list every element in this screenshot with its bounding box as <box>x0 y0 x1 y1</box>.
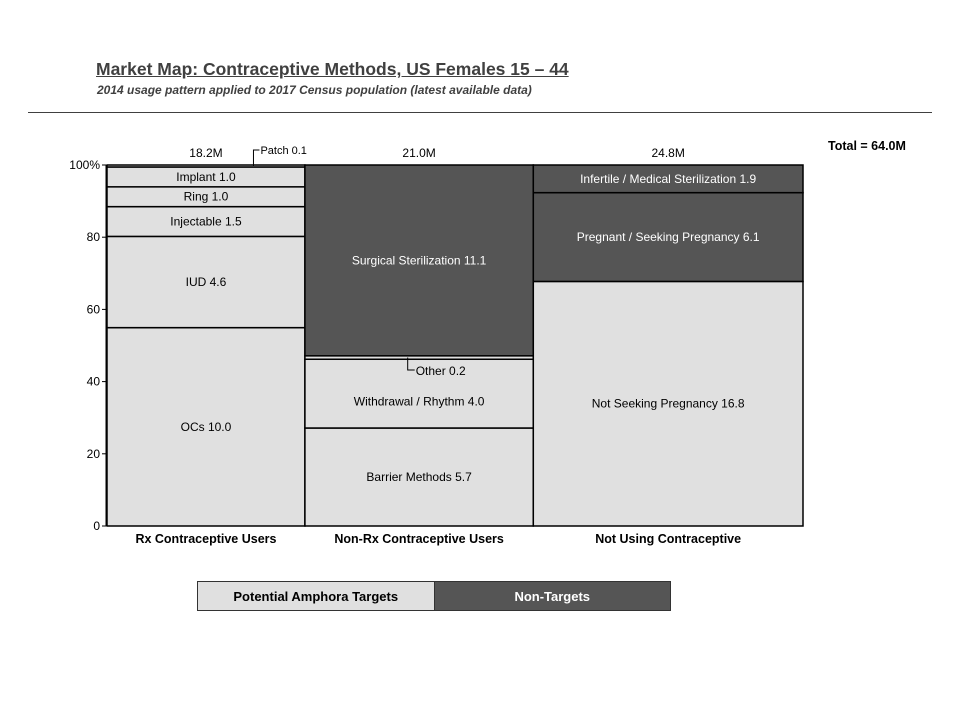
y-tick-label: 20 <box>87 447 101 461</box>
segment-rect <box>532 280 804 527</box>
segment-label: Implant 1.0 <box>176 170 236 184</box>
y-axis: 0 20 40 60 80 100% <box>69 158 107 533</box>
segment-label: Patch 0.1 <box>260 145 306 157</box>
segment-label: Injectable 1.5 <box>170 215 242 229</box>
chart-bars <box>106 164 804 527</box>
chart-title: Market Map: Contraceptive Methods, US Fe… <box>96 59 569 79</box>
category-label: Rx Contraceptive Users <box>135 532 276 546</box>
callout-leader <box>252 149 260 166</box>
segment-label: Pregnant / Seeking Pregnancy 6.1 <box>577 230 760 244</box>
y-tick-label: 80 <box>87 230 101 244</box>
segment-rect <box>304 358 535 429</box>
segment-label: Ring 1.0 <box>184 190 229 204</box>
segment-rect <box>532 191 804 283</box>
chart-labels: 18.2M Rx Contraceptive Users OCs 10.0 IUD 4… <box>135 145 759 546</box>
title-divider <box>28 112 932 113</box>
y-tick-label: 60 <box>87 302 101 316</box>
segment-rect <box>304 427 535 527</box>
grand-total-label: Total = 64.0M <box>828 139 906 153</box>
segment-label: Not Seeking Pregnancy 16.8 <box>592 397 745 411</box>
segment-label: IUD 4.6 <box>186 275 227 289</box>
y-tick-label: 40 <box>87 375 101 389</box>
column-total-label: 18.2M <box>189 146 222 160</box>
y-tick-label: 0 <box>93 519 100 533</box>
segment-label: Surgical Sterilization 11.1 <box>352 253 487 267</box>
legend: Potential Amphora Targets Non-Targets <box>197 581 671 611</box>
category-label: Non-Rx Contraceptive Users <box>334 532 504 546</box>
callout-leader <box>407 357 415 371</box>
column-total-label: 21.0M <box>402 146 435 160</box>
segment-rect <box>304 164 535 357</box>
segment-label: Infertile / Medical Sterilization 1.9 <box>580 172 756 186</box>
category-label: Not Using Contraceptive <box>595 532 741 546</box>
segment-rect <box>532 164 804 194</box>
segment-label: Barrier Methods 5.7 <box>366 470 472 484</box>
segment-label: Other 0.2 <box>416 364 466 378</box>
segment-rect <box>106 235 306 329</box>
segment-rect <box>106 326 306 527</box>
segment-label: Withdrawal / Rhythm 4.0 <box>354 395 485 409</box>
legend-target: Potential Amphora Targets <box>198 582 435 610</box>
legend-nontarget: Non-Targets <box>434 582 670 610</box>
chart-subtitle: 2014 usage pattern applied to 2017 Censu… <box>97 83 532 97</box>
segment-rect <box>106 164 306 168</box>
column-total-label: 24.8M <box>651 146 684 160</box>
segment-label: OCs 10.0 <box>181 420 232 434</box>
y-tick-label: 100% <box>69 158 100 172</box>
